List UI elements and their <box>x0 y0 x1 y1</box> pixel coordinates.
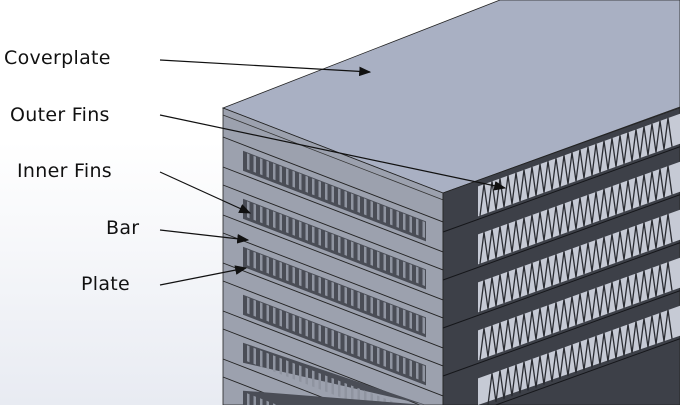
plate-edge <box>222 136 444 223</box>
bar-arrow <box>159 229 250 244</box>
label-bar: Bar <box>106 217 140 239</box>
plate-edge <box>222 184 444 271</box>
inner-fin-row <box>243 198 426 290</box>
label-outer-fins: Outer Fins <box>10 104 110 126</box>
inner-fin-row <box>243 390 426 405</box>
inner-fins-arrow <box>159 171 252 214</box>
leader-lines <box>159 59 507 286</box>
plate-edge <box>222 232 444 319</box>
coverplate-arrow <box>159 59 372 77</box>
label-coverplate: Coverplate <box>4 47 111 69</box>
inner-fin-row <box>243 150 426 242</box>
plate-arrow <box>159 265 248 286</box>
inner-fin-row <box>243 246 426 338</box>
plate-edge <box>222 280 444 367</box>
label-inner-fins: Inner Fins <box>17 160 112 182</box>
left-face <box>222 107 444 405</box>
inner-fin-row <box>243 342 426 405</box>
inner-fin-row <box>243 294 426 386</box>
outer-fins-arrow <box>159 114 507 191</box>
label-plate: Plate <box>81 273 131 295</box>
